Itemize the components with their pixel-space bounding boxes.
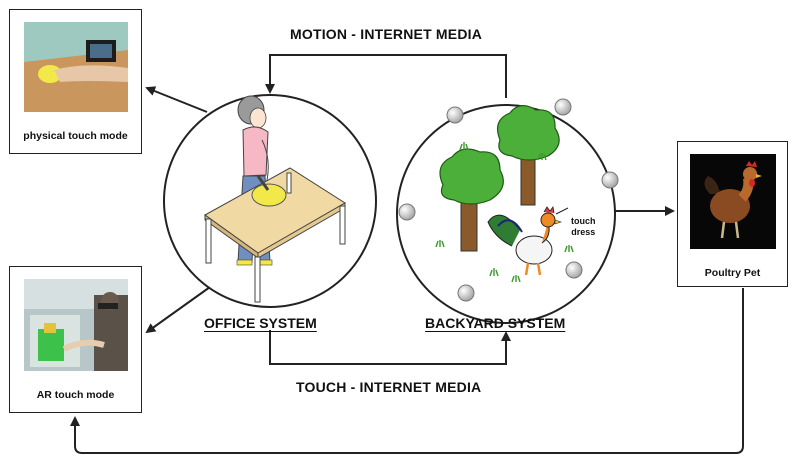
rooster-illustration bbox=[487, 206, 569, 276]
touch-media-label: TOUCH - INTERNET MEDIA bbox=[296, 379, 482, 395]
physical-touch-caption: physical touch mode bbox=[23, 130, 128, 142]
ar-touch-mode-panel: AR touch mode bbox=[9, 266, 142, 413]
physical-touch-mode-panel: physical touch mode bbox=[9, 9, 142, 154]
ar-touch-photo bbox=[24, 279, 128, 371]
backyard-system-label: BACKYARD SYSTEM bbox=[425, 315, 566, 331]
tree-right-illustration bbox=[497, 105, 560, 206]
tree-left-illustration bbox=[439, 148, 504, 252]
poultry-pet-panel: Poultry Pet bbox=[677, 141, 788, 287]
office-to-ar-arrow bbox=[145, 286, 211, 334]
poultry-pet-photo bbox=[690, 154, 776, 249]
office-to-physical-arrow bbox=[145, 86, 208, 113]
grass-tufts bbox=[435, 142, 574, 283]
touch-dress-label: touch dress bbox=[571, 216, 596, 238]
office-system-label: OFFICE SYSTEM bbox=[204, 315, 317, 331]
touch-dress-line1: touch bbox=[571, 216, 596, 226]
office-worker-illustration bbox=[204, 95, 346, 303]
poultry-to-ar-feedback-arrow bbox=[70, 288, 744, 454]
sensor-nodes bbox=[398, 98, 619, 302]
touch-dress-line2: dress bbox=[571, 227, 596, 237]
physical-touch-photo bbox=[24, 22, 128, 112]
motion-media-label: MOTION - INTERNET MEDIA bbox=[290, 26, 483, 42]
poultry-pet-caption: Poultry Pet bbox=[704, 267, 761, 279]
ar-touch-caption: AR touch mode bbox=[36, 389, 115, 401]
touch-media-arrow bbox=[269, 330, 511, 365]
motion-media-arrow bbox=[265, 54, 507, 98]
